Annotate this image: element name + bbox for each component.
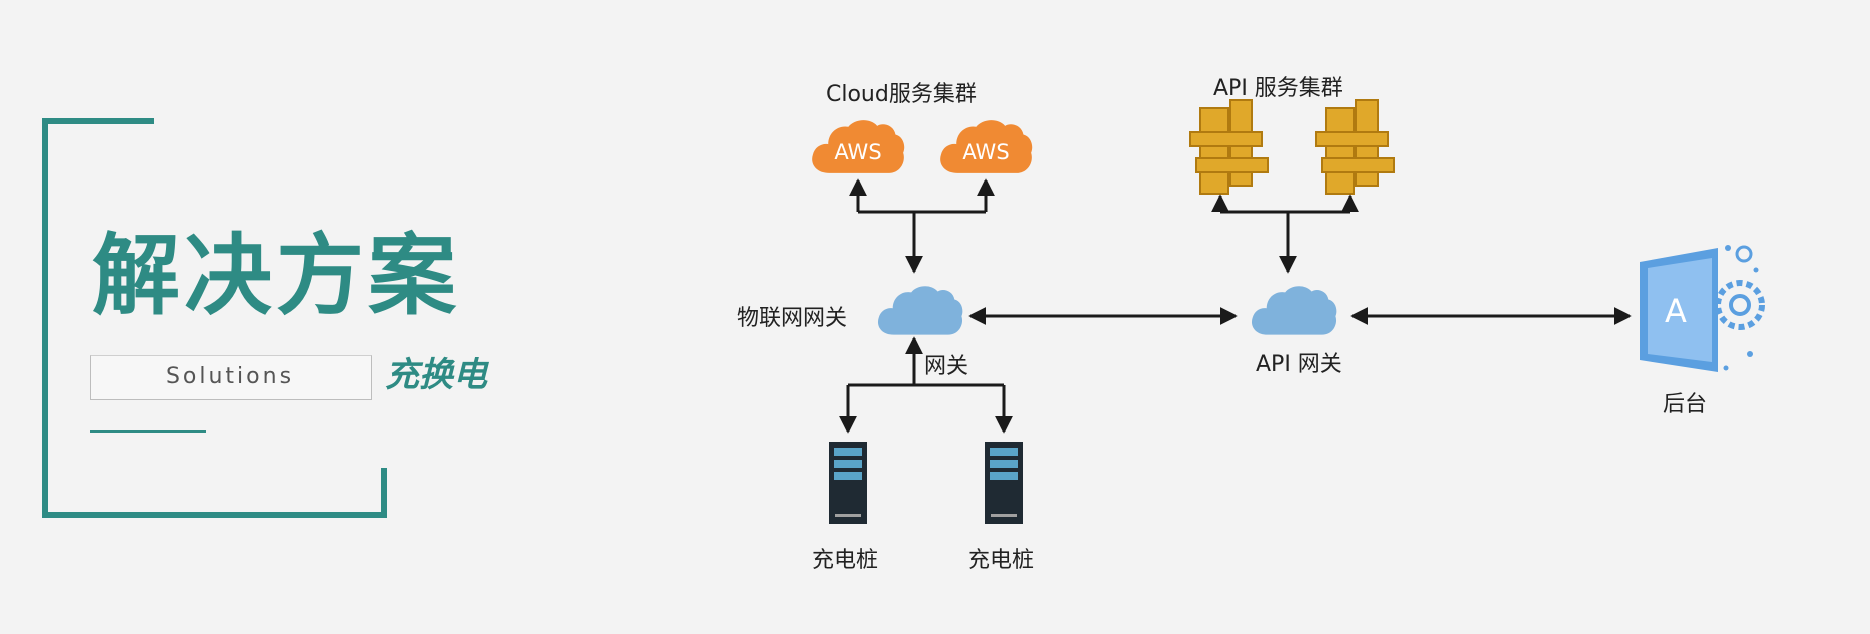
backend-label: 后台: [1663, 392, 1708, 417]
decorative-line: [90, 430, 206, 433]
frame-top-bar: [42, 118, 154, 124]
charging-pile-icon-2: [985, 442, 1023, 524]
aws-label-1: AWS: [834, 140, 881, 164]
iot-gateway-cloud-icon: [877, 286, 963, 335]
api-service-icon-1: [1189, 99, 1269, 195]
subtitle-english: Solutions: [165, 364, 295, 389]
api-service-icon-2: [1315, 99, 1395, 195]
backend-icon-letter: A: [1665, 292, 1687, 330]
aws-label-2: AWS: [962, 140, 1009, 164]
subtitle-box: [90, 355, 372, 400]
cloud-cluster-label: Cloud服务集群: [826, 82, 977, 107]
charging-pile-icon-1: [829, 442, 867, 524]
api-cluster-label: API 服务集群: [1213, 76, 1343, 101]
backend-icon: A: [1640, 245, 1765, 372]
gateway-label: 网关: [924, 354, 969, 379]
frame-bottom-bar: [42, 512, 387, 518]
aws-cloud-icon-1: AWS: [812, 120, 905, 173]
frame-left-bar: [42, 118, 48, 518]
aws-cloud-icon-2: AWS: [940, 120, 1033, 173]
iot-gateway-label: 物联网网关: [737, 306, 848, 331]
charging-pile-label-2: 充电桩: [968, 548, 1035, 573]
api-gateway-label: API 网关: [1256, 352, 1342, 377]
subtitle-chinese: 充换电: [385, 355, 487, 395]
solution-title: 解决方案: [92, 224, 461, 327]
charging-pile-label-1: 充电桩: [812, 548, 879, 573]
frame-right-bar: [381, 468, 387, 518]
api-gateway-cloud-icon: [1251, 286, 1337, 335]
